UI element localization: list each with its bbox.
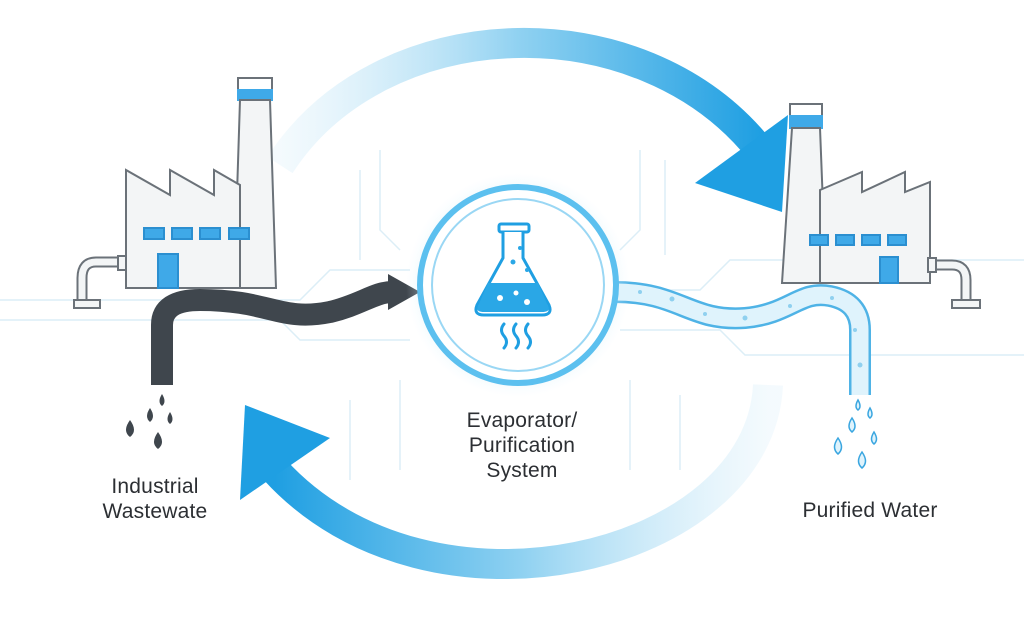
cycle-arrow-top	[267, 28, 788, 212]
purification-system	[406, 173, 630, 397]
wastewater-label-line1: Industrial	[111, 475, 199, 498]
steam-icon	[500, 322, 532, 350]
wastewater-pipe	[151, 274, 420, 385]
left-factory-icon	[73, 77, 278, 309]
purified-water-pipe	[614, 281, 871, 395]
system-label-line1: Evaporator/	[466, 409, 578, 432]
system-label-line3: System	[486, 459, 558, 482]
wastewater-label: Industrial Wastewate	[70, 474, 240, 524]
droplet-icon	[833, 398, 878, 469]
system-label: Evaporator/ Purification System	[432, 408, 612, 483]
flask-icon	[474, 222, 552, 317]
droplet-icon	[126, 394, 173, 449]
wastewater-label-line2: Wastewate	[102, 500, 208, 523]
purified-water-label-text: Purified Water	[802, 499, 938, 522]
cycle-arrow-bottom	[240, 383, 783, 579]
purified-water-label: Purified Water	[770, 498, 970, 523]
right-factory-icon	[780, 103, 981, 309]
system-label-line2: Purification	[468, 434, 576, 457]
